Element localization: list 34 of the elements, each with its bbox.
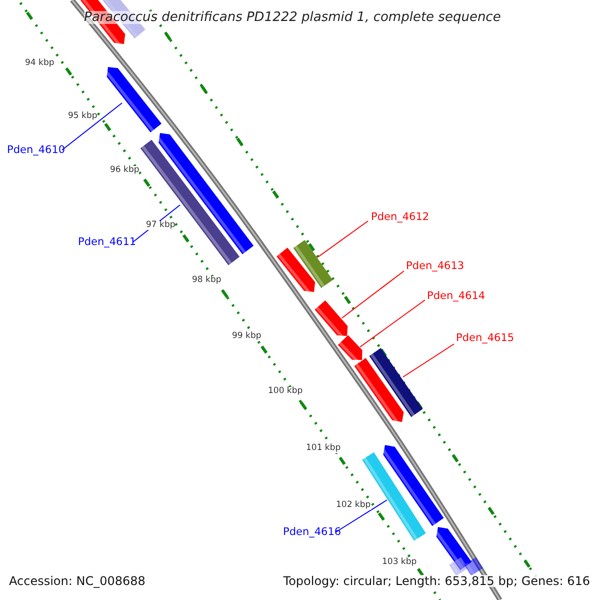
gene-feature xyxy=(104,67,162,132)
genome-info-text: Topology: circular; Length: 653,815 bp; Genes: 616 xyxy=(283,575,590,587)
scale-label: 96 kbp xyxy=(110,166,140,174)
gene-label: Pden_4614 xyxy=(427,291,486,302)
gene-feature xyxy=(433,527,472,570)
gene-feature xyxy=(293,240,333,288)
gene-label: Pden_4616 xyxy=(283,527,342,538)
gene-label: Pden_4611 xyxy=(78,237,136,248)
leader-line xyxy=(62,102,122,150)
gene-label: Pden_4610 xyxy=(7,145,66,156)
scale-label: 99 kbp xyxy=(232,332,262,340)
gene-label: Pden_4612 xyxy=(371,212,430,222)
accession-text: Accession: NC_008688 xyxy=(9,575,146,587)
scale-label: 94 kbp xyxy=(25,59,54,68)
gene-label: Pden_4615 xyxy=(456,333,514,344)
leader-line xyxy=(342,270,404,318)
scale-label: 98 kbp xyxy=(192,276,222,284)
leader-line xyxy=(402,344,454,378)
gene-feature xyxy=(464,557,483,576)
gene-feature xyxy=(140,140,240,266)
leader-line xyxy=(336,500,388,532)
title: Paracoccus denitrificans PD1222 plasmid 1, complete sequence xyxy=(84,11,501,24)
scale-label: 102 kbp xyxy=(336,501,371,510)
scale-label: 101 kbp xyxy=(306,444,341,452)
scale-label: 103 kbp xyxy=(382,558,417,566)
scale-label: 100 kbp xyxy=(268,387,303,396)
gene-feature xyxy=(369,348,423,417)
gene-label: Pden_4613 xyxy=(406,261,464,272)
scale-label: 97 kbp xyxy=(146,221,176,230)
gene-feature xyxy=(449,557,468,576)
leader-line xyxy=(360,300,426,348)
leader-line xyxy=(318,220,368,258)
scale-label: 95 kbp xyxy=(68,112,98,120)
gene-feature xyxy=(380,445,444,526)
